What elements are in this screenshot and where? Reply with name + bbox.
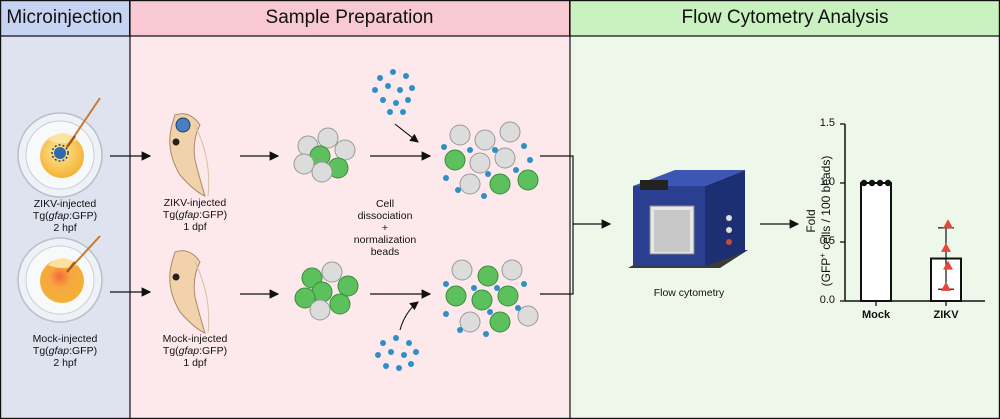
zikv-cell-bead-mixture — [441, 121, 539, 199]
zikv-embryo-dish — [17, 97, 103, 198]
chart-x-tick-label: ZIKV — [933, 309, 959, 321]
zikv-embryo-label: ZIKV-injected Tg(gfap:GFP) 2 hpf — [10, 198, 120, 234]
chart-y-tick-label: 1.0 — [819, 176, 835, 188]
zikv-larva-condition: ZIKV-injected — [163, 197, 227, 209]
data-point-zikv — [943, 260, 953, 270]
mock-embryo-genotype: Tg(gfap:GFP) — [32, 345, 98, 357]
mock-larva — [169, 250, 210, 334]
flow-cytometer-icon — [628, 170, 748, 268]
virus-icon — [54, 147, 66, 159]
mock-embryo-label: Mock-injected Tg(gfap:GFP) 2 hpf — [10, 333, 120, 369]
mock-cell-cluster — [294, 261, 359, 321]
data-point-zikv — [943, 219, 953, 229]
mock-embryo-condition: Mock-injected — [32, 333, 98, 345]
data-point-zikv — [941, 242, 951, 252]
chart-y-tick-label: 1.5 — [819, 117, 835, 129]
chart-y-tick-label: 0.5 — [819, 235, 835, 247]
bar-mock — [860, 182, 892, 302]
fold-change-bar-chart — [840, 123, 985, 306]
data-point-mock — [868, 179, 876, 187]
mock-normalization-beads — [375, 335, 419, 371]
zikv-larva-time: 1 dpf — [183, 221, 207, 233]
dissociation-label: Cell dissociation + normalization beads — [353, 198, 417, 258]
mock-larva-time: 1 dpf — [183, 357, 207, 369]
zikv-embryo-condition: ZIKV-injected — [33, 198, 97, 210]
microinjection-panel — [0, 0, 130, 419]
data-point-mock — [860, 179, 868, 187]
zikv-embryo-genotype: Tg(gfap:GFP) — [32, 210, 98, 222]
sample-preparation-panel — [130, 0, 570, 419]
zikv-embryo-time: 2 hpf — [53, 222, 77, 234]
mock-larva-condition: Mock-injected — [162, 333, 228, 345]
sample-preparation-header-bg — [130, 0, 570, 36]
data-point-mock — [884, 179, 892, 187]
zikv-larva-label: ZIKV-injected Tg(gfap:GFP) 1 dpf — [140, 197, 250, 233]
chart-x-tick-label: Mock — [861, 309, 891, 321]
microinjection-header: Microinjection — [0, 0, 130, 36]
flow-cytometry-label: Flow cytometry — [653, 287, 725, 299]
sample-preparation-header: Sample Preparation — [130, 0, 570, 36]
chart-y-tick-label: 0.0 — [819, 294, 835, 306]
chart-y-axis-label: Fold (GFP+ cells / 100 beads) — [804, 155, 833, 287]
zikv-larva — [169, 113, 210, 197]
flow-cytometry-analysis-header: Flow Cytometry Analysis — [681, 7, 889, 28]
flow-cytometry-header-bg — [570, 0, 1000, 36]
mock-embryo-time: 2 hpf — [53, 357, 77, 369]
zikv-normalization-beads — [372, 69, 415, 115]
mock-larva-genotype: Tg(gfap:GFP) — [162, 345, 228, 357]
mock-embryo-dish — [17, 235, 103, 323]
zikv-larva-genotype: Tg(gfap:GFP) — [162, 209, 228, 221]
mock-larva-label: Mock-injected Tg(gfap:GFP) 1 dpf — [140, 333, 250, 369]
zikv-cell-cluster — [293, 127, 356, 183]
microinjection-header-bg — [0, 0, 130, 36]
data-point-mock — [876, 179, 884, 187]
mock-cell-bead-mixture — [443, 259, 539, 337]
data-point-zikv — [941, 281, 951, 291]
